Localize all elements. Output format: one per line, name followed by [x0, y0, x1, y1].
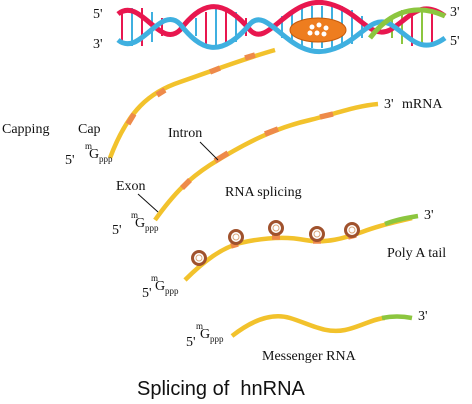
rna-polymerase [289, 17, 347, 43]
spliceosome-ring [344, 222, 360, 238]
spliceosome-ring [268, 220, 284, 236]
exon-pointer [137, 193, 159, 213]
messenger-rna-label: Messenger RNA [262, 349, 357, 364]
stage4-poly-a-tail [381, 314, 413, 321]
stage1-5prime: 5' [65, 153, 75, 168]
rna-splicing-label: RNA splicing [225, 185, 302, 200]
stage1-intron-segments [125, 52, 256, 126]
dna-strand-green-segment [368, 7, 447, 40]
stage3-rna-strand [183, 215, 413, 282]
dna-double-helix: 5' 3' 3' 5' [93, 0, 460, 55]
stage2-pre-mrna: Intron Exon RNA splicing 5' m G ppp [112, 101, 379, 238]
stage3-poly-a-tail [384, 213, 419, 227]
spliceosome-ring-inner [195, 224, 356, 262]
stage1-3prime: 3' [384, 97, 394, 112]
stage2-rna-strand [153, 101, 379, 222]
dna-5prime-top: 5' [93, 7, 103, 22]
poly-a-tail-label: Poly A tail [387, 246, 446, 261]
intron-label: Intron [168, 126, 202, 141]
stage1-capped-transcript: Capping Cap 5' m G ppp 3' mRNA [2, 47, 443, 168]
capping-label: Capping [2, 122, 49, 137]
figure-caption: Splicing of hnRNA [137, 378, 306, 400]
stage1-cap-base: G [89, 147, 99, 162]
stage3-3prime: 3' [424, 208, 434, 223]
stage3-splicing: 3' Poly A tail 5' m G ppp [142, 208, 446, 301]
dna-5prime-bottom: 5' [450, 34, 460, 49]
exon-label: Exon [116, 179, 146, 194]
stage4-mature-mrna: 3' 5' m G ppp Messenger RNA [186, 309, 428, 364]
stage2-intron-segments [180, 111, 334, 190]
spliceosome-ring [228, 229, 244, 245]
spliceosome-ring [309, 226, 325, 242]
cap-label: Cap [78, 122, 101, 137]
stage3-cap-superscript: m [151, 273, 158, 283]
stage1-cap-subscript: ppp [99, 154, 113, 164]
stage2-cap-base: G [135, 216, 145, 231]
stage4-cap-superscript: m [196, 321, 203, 331]
stage4-5prime: 5' [186, 335, 196, 350]
stage2-5prime: 5' [112, 223, 122, 238]
stage1-cap-superscript: m [85, 141, 92, 151]
stage4-cap-base: G [200, 327, 210, 342]
mrna-label: mRNA [402, 97, 443, 112]
dna-strand-bottom [116, 17, 447, 55]
stage3-cap-subscript: ppp [165, 286, 179, 296]
stage4-rna-strand [230, 313, 386, 338]
stage2-cap-superscript: m [131, 210, 138, 220]
stage4-cap-subscript: ppp [210, 334, 224, 344]
stage3-intron-segments [230, 232, 357, 249]
dna-3prime-top: 3' [450, 5, 460, 20]
intron-pointer [199, 141, 219, 161]
spliceosome-ring [191, 250, 207, 266]
stage2-cap-subscript: ppp [145, 223, 159, 233]
stage3-cap-base: G [155, 279, 165, 294]
stage3-5prime: 5' [142, 286, 152, 301]
spliceosome-rings [191, 220, 360, 266]
dna-3prime-bottom: 3' [93, 37, 103, 52]
stage4-3prime: 3' [418, 309, 428, 324]
polymerase-dots [307, 22, 329, 37]
